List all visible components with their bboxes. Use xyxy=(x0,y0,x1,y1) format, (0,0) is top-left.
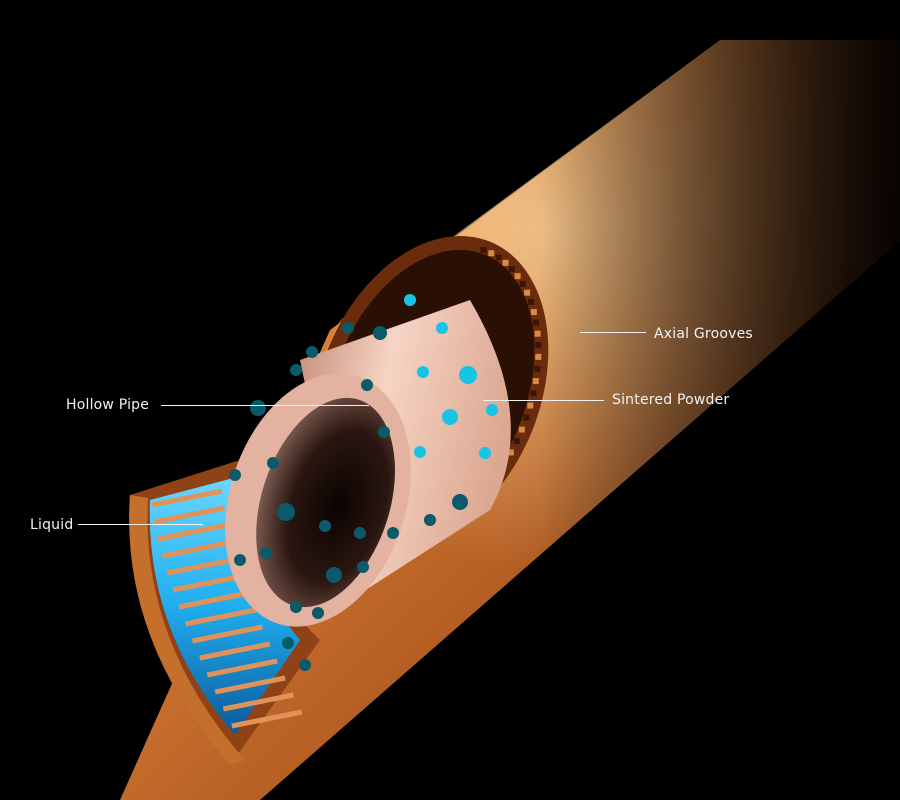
sintered-grain xyxy=(486,404,498,416)
sintered-grain xyxy=(306,346,318,358)
liquid-rib xyxy=(161,539,233,559)
groove-tooth xyxy=(532,378,539,385)
groove-tooth xyxy=(530,390,537,397)
liquid-rib xyxy=(199,641,271,661)
sintered-grain xyxy=(414,446,426,458)
sintered-grain xyxy=(442,409,458,425)
sintered-grain xyxy=(436,322,448,334)
sintered-grain xyxy=(260,547,272,559)
groove-tooth xyxy=(514,273,521,280)
groove-tooth xyxy=(533,319,540,326)
groove-tooth xyxy=(534,365,541,372)
sintered-grain xyxy=(326,567,342,583)
axial-grooves-leader-line xyxy=(580,332,646,333)
groove-tooth xyxy=(519,281,526,288)
liquid-rib xyxy=(178,590,250,610)
groove-tooth xyxy=(518,426,525,433)
sintered-powder-label: Sintered Powder xyxy=(612,392,730,408)
sintered-grain xyxy=(459,366,477,384)
sintered-grain xyxy=(357,561,369,573)
sintered-grain xyxy=(378,426,390,438)
liquid-rib xyxy=(206,658,278,678)
liquid-rib xyxy=(153,505,225,525)
groove-tooth xyxy=(527,299,534,306)
liquid-rib xyxy=(157,522,229,542)
liquid-rib xyxy=(214,675,286,695)
liquid-rib xyxy=(231,709,303,729)
liquid-leader-line xyxy=(78,524,203,525)
groove-tooth xyxy=(488,250,495,257)
sintered-grain xyxy=(267,457,279,469)
groove-tooth xyxy=(523,414,530,421)
groove-tooth xyxy=(507,449,514,456)
sintered-grain xyxy=(417,366,429,378)
hollow-pipe-leader-line xyxy=(161,405,369,406)
hollow-pipe-label: Hollow Pipe xyxy=(66,397,150,413)
sintered-grain xyxy=(234,554,246,566)
groove-tooth xyxy=(480,246,487,253)
groove-tooth xyxy=(527,402,534,409)
groove-tooth xyxy=(495,254,502,261)
sintered-grain xyxy=(479,447,491,459)
sintered-grain xyxy=(282,637,294,649)
groove-tooth xyxy=(524,289,531,296)
sintered-grain xyxy=(250,400,266,416)
groove-tooth xyxy=(508,266,515,273)
liquid-channel xyxy=(129,460,320,765)
groove-tooth xyxy=(534,330,541,337)
sintered-grain xyxy=(404,294,416,306)
liquid-rib xyxy=(166,556,238,576)
sintered-grain xyxy=(342,322,354,334)
sintered-grain xyxy=(290,601,302,613)
sintered-grain xyxy=(354,527,366,539)
groove-tooth xyxy=(535,353,542,360)
liquid-label: Liquid xyxy=(30,517,74,533)
sintered-grain xyxy=(299,659,311,671)
groove-tooth xyxy=(535,342,542,349)
sintered-powder-tube xyxy=(225,294,511,671)
liquid-rib xyxy=(185,607,257,627)
liquid-rib xyxy=(172,573,244,593)
sintered-grain xyxy=(319,520,331,532)
groove-tooth xyxy=(513,438,520,445)
sintered-grain xyxy=(452,494,468,510)
sintered-grain xyxy=(424,514,436,526)
groove-tooth xyxy=(530,309,537,316)
groove-tooth xyxy=(502,259,509,266)
sintered-grain xyxy=(312,607,324,619)
sintered-grain xyxy=(229,469,241,481)
liquid-rib xyxy=(151,488,223,508)
axial-grooves-label: Axial Grooves xyxy=(654,326,753,342)
liquid-rib xyxy=(222,692,294,712)
sintered-grain xyxy=(277,503,295,521)
sintered-grain xyxy=(290,364,302,376)
sintered-powder-leader-line xyxy=(483,400,604,401)
sintered-grain xyxy=(361,379,373,391)
sintered-grain xyxy=(373,326,387,340)
liquid-rib xyxy=(191,624,263,644)
sintered-grain xyxy=(387,527,399,539)
